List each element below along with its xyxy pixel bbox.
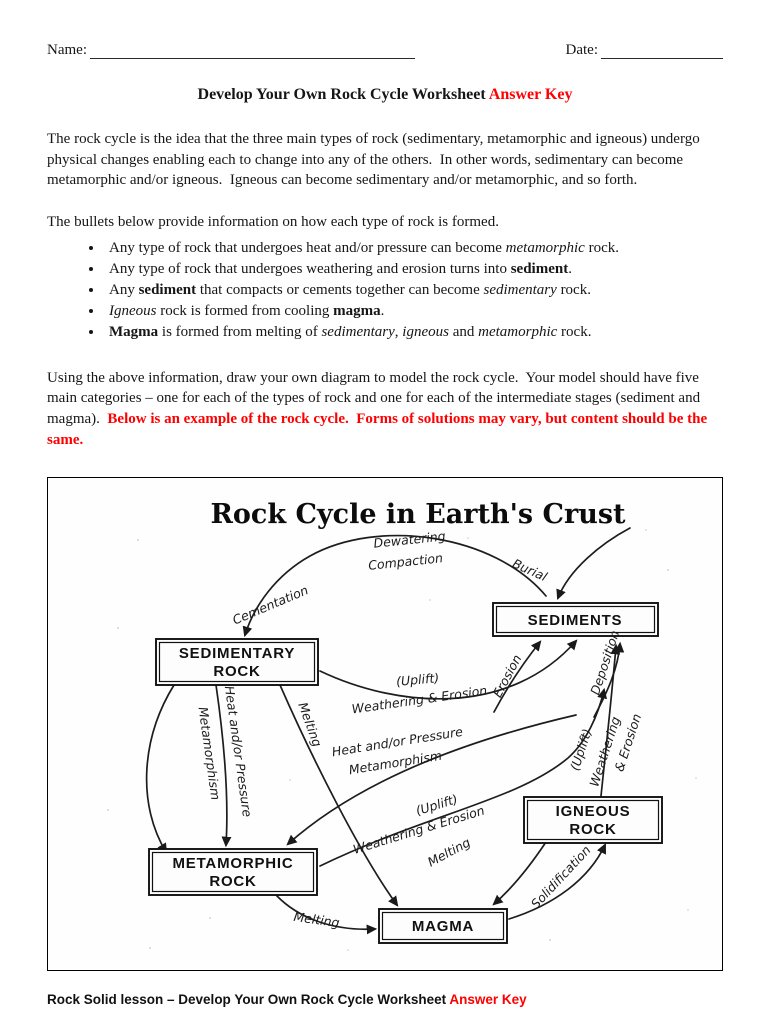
text-segment: rock. — [557, 323, 592, 340]
arrow-igneous-to-sediments — [600, 643, 621, 797]
sedimentary-rock-box-label-line1: SEDIMENTARY — [179, 645, 295, 662]
label-melting-sedimentary: Melting — [295, 700, 325, 749]
text-segment: Using the above information, draw your o… — [47, 369, 704, 428]
metamorphic-rock-box: METAMORPHIC ROCK — [148, 847, 318, 896]
arrow-metamorphic-to-sediments — [319, 687, 607, 867]
text-segment: . — [568, 260, 572, 277]
label-compaction: Compaction — [367, 550, 443, 573]
text-segment: sediment — [138, 281, 197, 298]
sedimentary-rock-box: SEDIMENTARY ROCK — [155, 637, 319, 686]
date-blank-line — [601, 44, 723, 59]
date-field: Date: — [566, 42, 723, 59]
arrow-sedimentary-to-metamorphic — [215, 683, 232, 847]
bullet-item: Magma is formed from melting of sediment… — [104, 322, 723, 343]
magma-box: MAGMA — [378, 907, 508, 944]
label-melting-igneous: Melting — [425, 834, 473, 869]
name-label: Name: — [47, 42, 87, 58]
text-segment: sedimentary — [321, 323, 395, 340]
text-segment: Any — [109, 281, 139, 298]
arrow-erosion-branch — [493, 639, 542, 713]
text-segment: magma — [333, 302, 381, 319]
arrow-metamorphic-to-magma — [275, 893, 378, 934]
igneous-rock-box-label-line1: IGNEOUS — [556, 803, 631, 820]
bullet-item: Igneous rock is formed from cooling magm… — [104, 301, 723, 322]
text-segment: metamorphic — [505, 239, 585, 256]
label-uplift-right: (Uplift) — [567, 726, 595, 772]
arrow-sedimentary-to-metamorphic-outer — [145, 683, 175, 854]
sedimentary-rock-box-label-line2: ROCK — [213, 663, 260, 680]
label-dewatering: Dewatering — [373, 528, 446, 550]
sediments-box: SEDIMENTS — [492, 601, 659, 637]
text-segment: rock. — [584, 239, 619, 256]
bullets-intro-paragraph: The bullets below provide information on… — [47, 214, 499, 231]
bullet-item: Any type of rock that undergoes heat and… — [104, 238, 723, 259]
text-segment: sediment — [510, 260, 569, 277]
igneous-rock-box-label-line2: ROCK — [569, 821, 616, 838]
text-segment: . — [380, 302, 385, 319]
label-weathering-erosion-top: Weathering & Erosion — [351, 682, 488, 716]
text-segment: is formed from melting of — [158, 323, 322, 340]
text-segment: Answer Key — [488, 86, 573, 103]
arrow-igneous-to-magma — [492, 840, 547, 905]
name-blank-line — [89, 44, 415, 59]
text-segment: rock is formed from cooling — [156, 302, 334, 319]
text-segment: and — [448, 323, 479, 340]
text-segment: igneous — [402, 323, 449, 340]
label-uplift-top: (Uplift) — [395, 670, 439, 689]
rock-cycle-diagram: Rock Cycle in Earth's Crust SEDIMENTS — [47, 476, 723, 971]
label-metamorphism-left: Metamorphism — [195, 705, 223, 800]
text-segment: Igneous — [109, 302, 157, 319]
name-field: Name: — [47, 42, 415, 59]
instructions-paragraph: Using the above information, draw your o… — [47, 368, 723, 451]
text-segment: Develop Your Own Rock Cycle Worksheet — [197, 86, 489, 103]
arrow-sediments-to-sedimentary — [242, 534, 547, 637]
igneous-rock-box: IGNEOUS ROCK — [523, 795, 663, 844]
diagram-svg: Rock Cycle in Earth's Crust SEDIMENTS — [107, 499, 697, 951]
worksheet-title: Develop Your Own Rock Cycle Worksheet An… — [47, 86, 723, 104]
metamorphic-rock-box-label-line2: ROCK — [209, 873, 256, 890]
photocopy-speckles — [107, 528, 697, 951]
bullet-item: Any type of rock that undergoes weatheri… — [104, 259, 723, 280]
metamorphic-rock-box-label-line1: METAMORPHIC — [172, 855, 293, 872]
text-segment: sedimentary — [483, 281, 557, 298]
magma-box-label: MAGMA — [412, 918, 474, 935]
label-erosion: Erosion — [490, 651, 525, 699]
text-segment: Any type of rock that undergoes heat and… — [109, 239, 506, 256]
info-bullets: Any type of rock that undergoes heat and… — [47, 238, 723, 343]
label-melting-metamorphic: Melting — [293, 908, 341, 929]
bullet-item: Any sediment that compacts or cements to… — [104, 280, 723, 301]
diagram-title: Rock Cycle in Earth's Crust — [210, 499, 626, 530]
text-segment: Answer Key — [449, 991, 527, 1007]
arrow-sedimentary-to-magma — [279, 683, 399, 907]
text-segment: Magma — [109, 323, 159, 340]
text-segment: that compacts or cements together can be… — [196, 281, 484, 298]
text-segment: rock. — [556, 281, 591, 298]
sediments-box-label: SEDIMENTS — [528, 612, 623, 629]
text-segment: Below is an example of the rock cycle. F… — [47, 411, 711, 448]
date-label: Date: — [565, 42, 598, 58]
arrow-heat-pressure-to-metamorphic — [286, 713, 577, 845]
intro-paragraph: The rock cycle is the idea that the thre… — [47, 131, 704, 189]
text-segment: Rock Solid lesson – Develop Your Own Roc… — [47, 991, 450, 1007]
header-row: Name: Date: — [47, 42, 723, 59]
text-segment: Any type of rock that undergoes weatheri… — [109, 260, 511, 277]
arrow-magma-to-igneous — [508, 842, 606, 920]
text-segment: , — [394, 323, 403, 340]
text-segment: metamorphic — [478, 323, 558, 340]
arrow-sedimentary-weathering-to-sediments — [319, 638, 578, 700]
arrow-burial — [556, 526, 631, 600]
footer-line: Rock Solid lesson – Develop Your Own Roc… — [47, 992, 723, 1007]
